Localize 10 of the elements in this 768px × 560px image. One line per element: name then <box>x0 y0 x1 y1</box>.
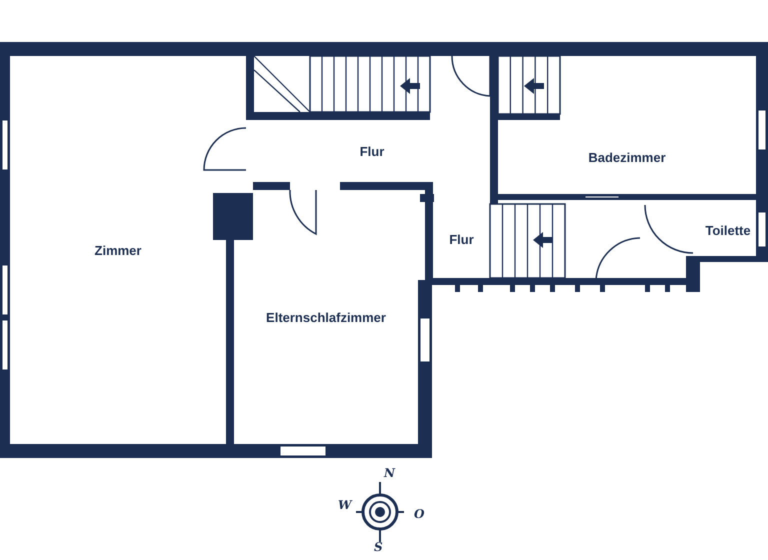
room-name: Toilette <box>705 222 751 238</box>
compass-letter: N <box>384 466 395 480</box>
room-name: Badezimmer <box>588 150 666 164</box>
room-name: Flur <box>449 232 474 246</box>
room-name: Zimmer <box>94 242 142 258</box>
compass-letter: S <box>374 540 383 554</box>
compass-letter: O <box>414 507 424 521</box>
compass-letter: W <box>338 498 352 512</box>
room-name: Flur <box>360 144 384 158</box>
room-name: Elternschlafzimmer <box>266 310 386 324</box>
